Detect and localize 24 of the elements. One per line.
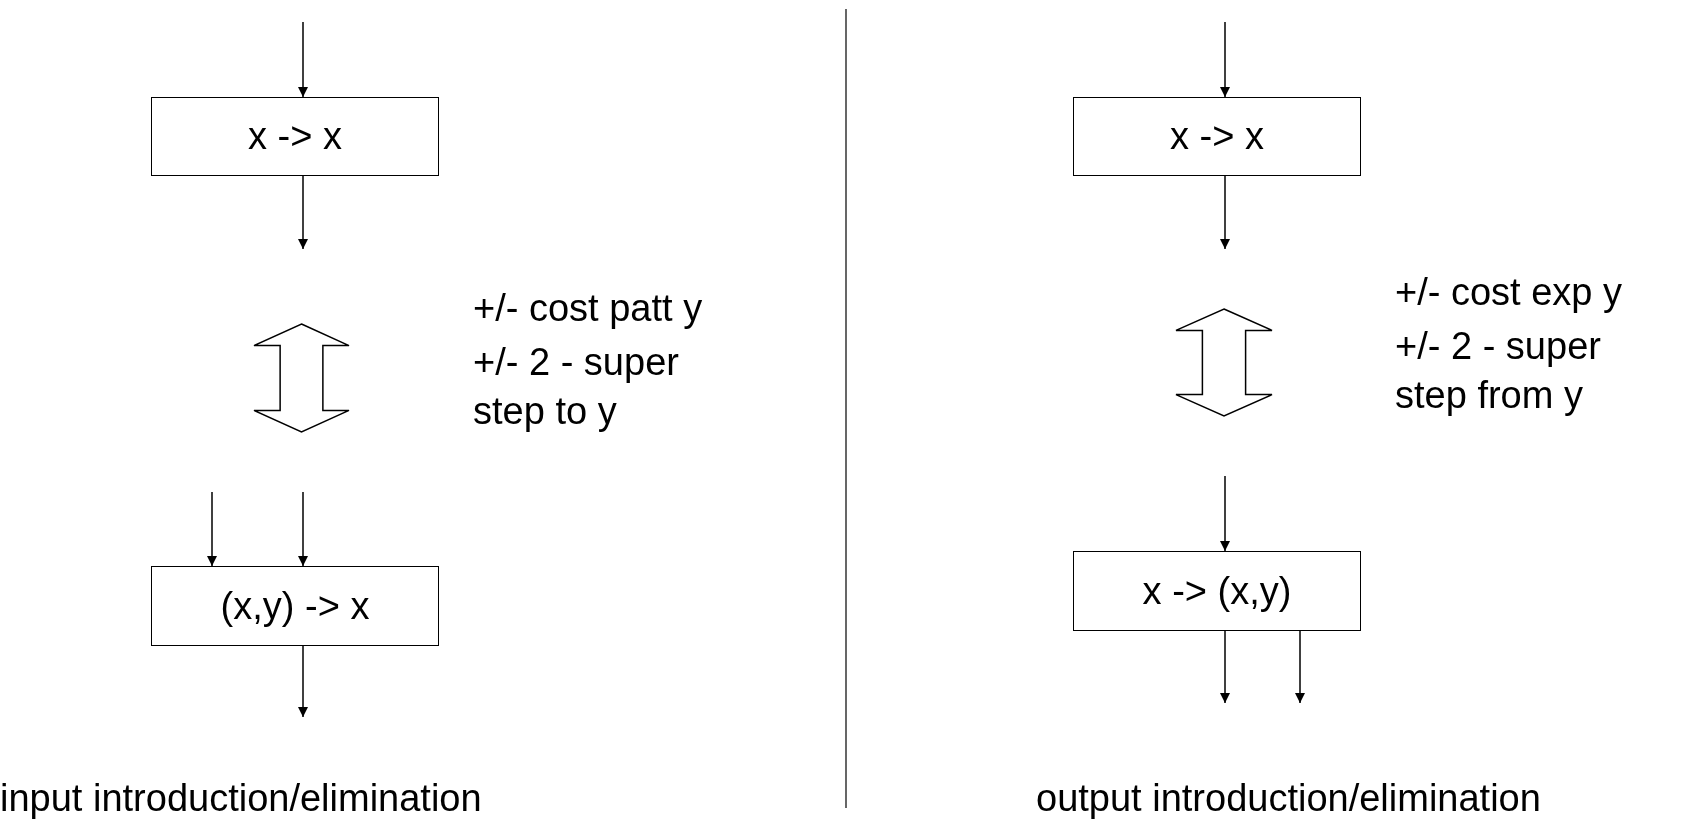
arrow (298, 21, 308, 98)
arrow (1220, 630, 1230, 704)
arrow (1220, 21, 1230, 98)
arrow (207, 491, 217, 567)
box-label: x -> x (1170, 115, 1264, 158)
caption-text: output introduction/elimination (1036, 776, 1542, 821)
note-text: +/- 2 - super step to y (473, 340, 680, 435)
box-label: (x,y) -> x (220, 584, 370, 628)
process-box (1073, 97, 1361, 176)
process-box (151, 97, 439, 176)
box-label: x -> (x,y) (1142, 569, 1292, 613)
box-label: x -> x (248, 115, 342, 158)
arrow (1220, 475, 1230, 552)
arrow (298, 175, 308, 250)
arrow (298, 645, 308, 718)
note-text: +/- cost patt y (473, 286, 704, 331)
process-box (1073, 551, 1361, 631)
process-box (151, 566, 439, 646)
note-text: +/- cost exp y (1395, 270, 1624, 315)
arrow (1295, 630, 1305, 704)
caption-text: input introduction/elimination (0, 776, 483, 821)
arrow (298, 491, 308, 567)
arrow (1220, 175, 1230, 250)
note-text: +/- 2 - super step from y (1395, 324, 1602, 419)
